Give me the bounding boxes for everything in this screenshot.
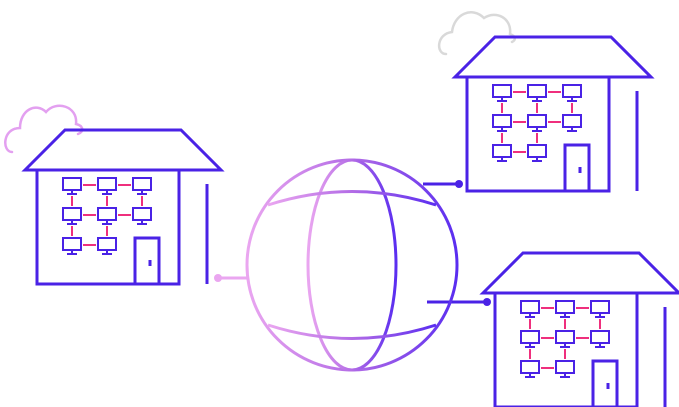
computer-icon <box>133 208 151 224</box>
computer-icon <box>556 331 574 347</box>
building-top-right <box>455 37 651 191</box>
computer-icon <box>556 361 574 377</box>
computer-icon <box>493 85 511 101</box>
computer-network <box>521 301 609 377</box>
building-left <box>25 130 221 284</box>
door <box>593 361 617 407</box>
computer-icon <box>521 331 539 347</box>
computer-network <box>493 85 581 161</box>
connection-bottom-right <box>427 298 491 306</box>
computer-icon <box>528 145 546 161</box>
roof <box>455 37 651 77</box>
computer-icon <box>521 361 539 377</box>
computer-icon <box>563 85 581 101</box>
computer-icon <box>493 145 511 161</box>
computer-icon <box>63 178 81 194</box>
computer-icon <box>493 115 511 131</box>
connection-left <box>214 274 248 282</box>
building-bottom-right <box>483 253 679 407</box>
computer-icon <box>591 331 609 347</box>
computer-icon <box>98 208 116 224</box>
globe-icon <box>247 160 457 370</box>
computer-icon <box>556 301 574 317</box>
computer-icon <box>591 301 609 317</box>
door <box>565 145 589 191</box>
connection-top-right <box>423 180 463 188</box>
computer-icon <box>528 85 546 101</box>
roof <box>25 130 221 170</box>
computer-icon <box>563 115 581 131</box>
computer-network <box>63 178 151 254</box>
computer-icon <box>521 301 539 317</box>
computer-icon <box>63 208 81 224</box>
computer-icon <box>528 115 546 131</box>
roof <box>483 253 679 293</box>
door <box>135 238 159 284</box>
computer-icon <box>98 238 116 254</box>
computer-icon <box>98 178 116 194</box>
computer-icon <box>133 178 151 194</box>
cloud-icon-top-right <box>439 12 515 54</box>
computer-icon <box>63 238 81 254</box>
